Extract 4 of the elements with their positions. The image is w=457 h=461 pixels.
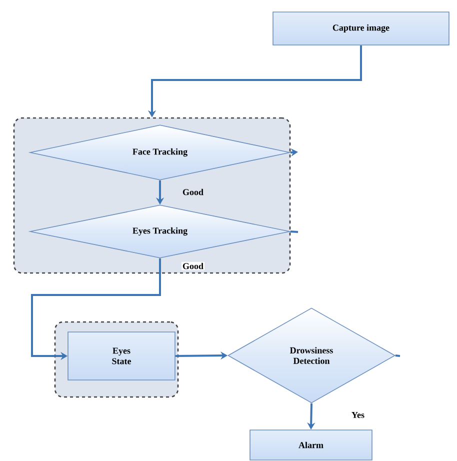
process-box: Eyes State [68, 332, 176, 380]
process-box: Alarm [250, 430, 372, 460]
edge-label: Yes [350, 411, 366, 419]
process-box: Capture image [272, 12, 450, 46]
